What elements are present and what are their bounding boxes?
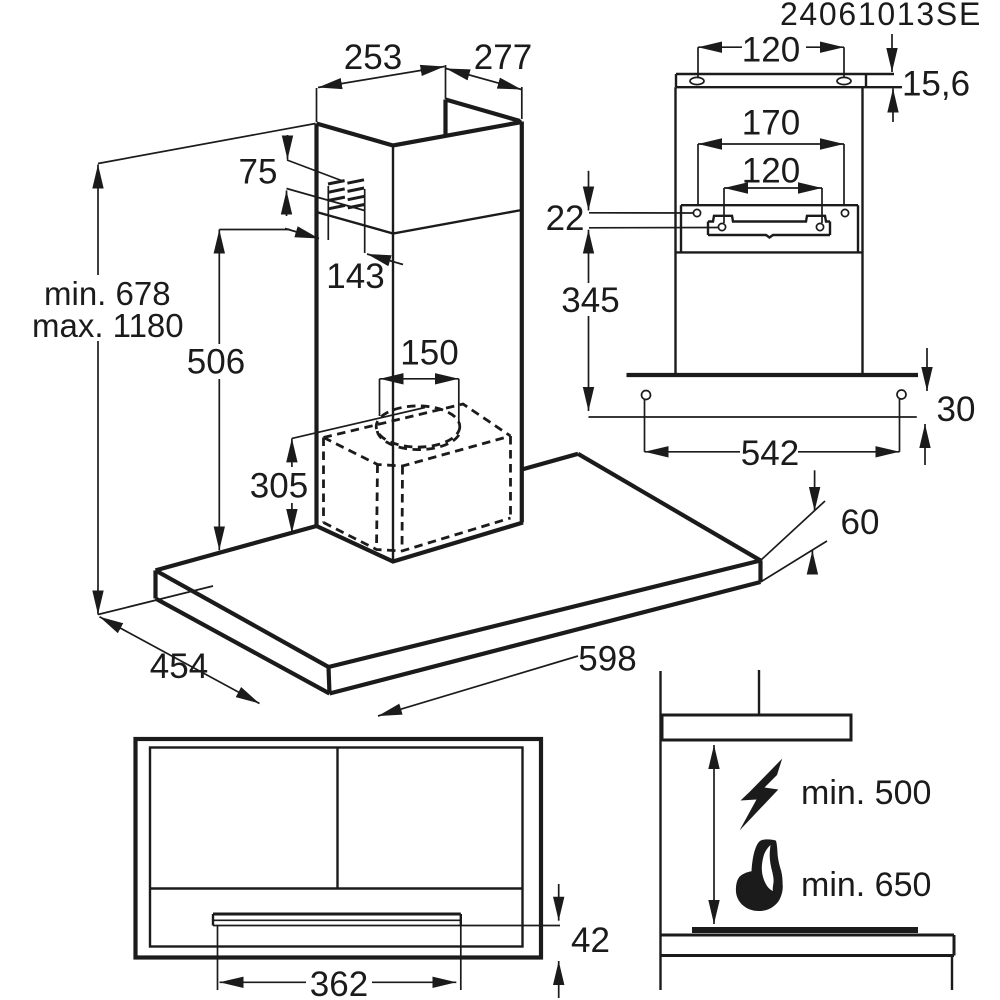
svg-text:120: 120 [742,31,800,70]
svg-text:542: 542 [741,434,799,473]
svg-text:305: 305 [250,467,308,506]
svg-text:75: 75 [239,153,278,192]
svg-text:598: 598 [578,640,636,679]
svg-text:60: 60 [841,503,880,542]
svg-text:277: 277 [474,38,532,77]
svg-text:max. 1180: max. 1180 [32,307,184,344]
svg-text:362: 362 [310,965,368,1000]
svg-text:15,6: 15,6 [902,65,970,104]
svg-text:42: 42 [571,921,610,960]
svg-text:253: 253 [344,38,402,77]
svg-text:30: 30 [937,390,976,429]
svg-text:120: 120 [742,152,800,191]
svg-text:150: 150 [400,334,458,373]
svg-text:min. 500: min. 500 [801,774,931,812]
svg-text:170: 170 [742,104,800,143]
svg-text:24061013SE: 24061013SE [780,0,982,32]
svg-text:min. 678: min. 678 [44,275,171,312]
svg-text:345: 345 [561,281,619,320]
svg-text:454: 454 [150,647,208,686]
svg-text:143: 143 [326,257,384,296]
svg-text:506: 506 [187,343,245,382]
svg-text:min. 650: min. 650 [801,866,931,904]
svg-text:22: 22 [546,199,585,238]
